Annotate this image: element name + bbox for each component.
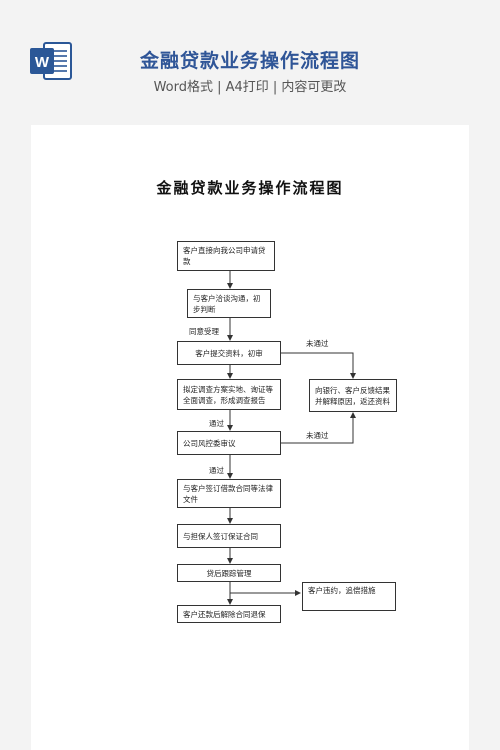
page-subtitle: Word格式 | A4打印 | 内容可更改 (153, 80, 347, 95)
step-2-text: 与客户洽谈沟通，初步判断 (193, 293, 261, 314)
step-6-text: 与客户签订借款合同等法律文件 (183, 483, 273, 504)
label-pass-1: 通过 (209, 419, 224, 428)
step-4-text: 拟定调查方案实地、询证等全面调查，形成调查报告 (183, 384, 273, 405)
document-title: 金融贷款业务操作流程图 (156, 179, 344, 197)
violation-box: 客户违约，追偿措施 (302, 582, 396, 611)
arrow-reject-1 (281, 352, 356, 379)
document-page: 金融贷款业务操作流程图 客户直接向我公司申请贷款 与客户洽谈沟通，初步判断 (31, 125, 469, 750)
step-5-text: 公司风控委审议 (183, 438, 236, 448)
step-8-text: 贷后跟踪管理 (206, 568, 252, 578)
word-icon: W (30, 42, 72, 80)
label-reject-1: 未通过 (306, 339, 329, 348)
step-9-box: 客户还款后解除合同退保 (177, 605, 281, 623)
step-5-box: 公司风控委审议 (177, 431, 281, 455)
step-7-box: 与担保人签订保证合同 (177, 524, 281, 548)
step-9-text: 客户还款后解除合同退保 (183, 609, 266, 619)
step-4-box: 拟定调查方案实地、询证等全面调查，形成调查报告 (177, 379, 281, 410)
label-agree: 同意受理 (189, 327, 219, 336)
step-3-text: 客户提交资料，初审 (195, 348, 263, 358)
page-title: 金融贷款业务操作流程图 (139, 50, 360, 72)
word-icon-letter: W (35, 54, 50, 71)
violation-text: 客户违约，追偿措施 (308, 586, 376, 595)
flowchart-connectors (227, 271, 356, 605)
label-reject-2: 未通过 (306, 431, 329, 440)
step-6-box: 与客户签订借款合同等法律文件 (177, 479, 281, 508)
feedback-box: 向银行、客户反馈结果并解释原因，返还资料 (309, 379, 397, 412)
step-8-box: 贷后跟踪管理 (177, 564, 281, 582)
step-2-box: 与客户洽谈沟通，初步判断 (187, 289, 271, 318)
step-7-text: 与担保人签订保证合同 (183, 531, 258, 541)
step-1-box: 客户直接向我公司申请贷款 (177, 241, 275, 271)
step-3-box: 客户提交资料，初审 (177, 341, 281, 365)
arrow-reject-2 (281, 412, 356, 444)
step-1-text: 客户直接向我公司申请贷款 (183, 246, 266, 266)
label-pass-2: 通过 (209, 466, 224, 475)
header: W 金融贷款业务操作流程图 Word格式 | A4打印 | 内容可更改 (0, 0, 500, 112)
feedback-text: 向银行、客户反馈结果并解释原因，返还资料 (315, 385, 390, 406)
